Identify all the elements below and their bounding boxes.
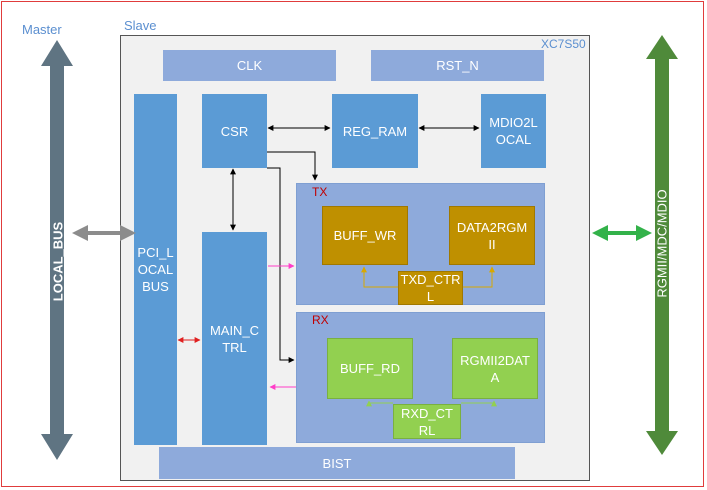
pci-localbus-line2: OCAL <box>137 262 174 277</box>
local-bus-arrow <box>41 40 73 460</box>
csr-tx-link <box>267 151 318 181</box>
pci-localbus-line3: BUS <box>142 279 169 294</box>
rgmii2data-line1: RGMII2DAT <box>460 352 530 368</box>
slave-label: Slave <box>124 18 157 33</box>
txdctrl-data2rgmii-link <box>463 266 495 288</box>
bist-block: BIST <box>159 447 515 479</box>
rx-title: RX <box>312 313 329 327</box>
data2rgmii-line2: II <box>488 236 496 252</box>
reg-ram-block: REG_RAM <box>332 94 418 168</box>
csr-block: CSR <box>202 94 267 168</box>
chip-label: XC7S50 <box>541 37 586 51</box>
rst-n-label: RST_N <box>436 58 479 73</box>
csr-rx-link <box>267 167 295 363</box>
clk-label: CLK <box>236 58 263 73</box>
reg-ram-label: REG_RAM <box>342 123 408 139</box>
pci-localbus-block: PCI_L OCAL BUS <box>134 94 177 445</box>
bist-label: BIST <box>322 455 352 471</box>
rgmii-bus-arrow <box>646 35 678 455</box>
csr-label: CSR <box>220 123 249 139</box>
rxd-ctrl-line2: RL <box>418 422 436 438</box>
tx-title: TX <box>312 185 328 199</box>
buff-rd-block: BUFF_RD <box>327 338 413 399</box>
pci-localbus-line1: PCI_L <box>137 245 174 260</box>
buff-rd-label: BUFF_RD <box>340 361 400 376</box>
rxd-ctrl-block: RXD_CT RL <box>393 404 461 439</box>
buff-wr-block: BUFF_WR <box>322 206 408 265</box>
rxdctrl-buffrd-link <box>366 400 393 407</box>
mdio2local-line1: MDIO2L <box>489 115 538 130</box>
clk-block: CLK <box>163 50 336 81</box>
rgmii2data-block: RGMII2DAT A <box>452 338 538 399</box>
txd-ctrl-block: TXD_CTR L <box>398 271 463 305</box>
txdctrl-buffwr-link <box>361 266 398 288</box>
main-ctrl-block: MAIN_C TRL <box>202 232 267 445</box>
txd-ctrl-line2: L <box>426 289 435 304</box>
data2rgmii-line1: DATA2RGM <box>456 219 528 235</box>
data2rgmii-block: DATA2RGM II <box>449 206 535 265</box>
main-ctrl-line1: MAIN_C <box>209 322 260 338</box>
mdio2local-line2: OCAL <box>495 132 532 147</box>
buff-wr-label: BUFF_WR <box>333 228 397 243</box>
main-ctrl-line2: TRL <box>222 339 247 355</box>
rxd-ctrl-line1: RXD_CT <box>400 405 453 421</box>
mdio2local-block: MDIO2L OCAL <box>481 94 546 168</box>
rxdctrl-rgmii2data-link <box>461 400 497 407</box>
rst-n-block: RST_N <box>371 50 544 81</box>
rgmii2data-line2: A <box>490 369 500 385</box>
master-label: Master <box>22 22 62 37</box>
txd-ctrl-line1: TXD_CTR <box>400 272 461 287</box>
